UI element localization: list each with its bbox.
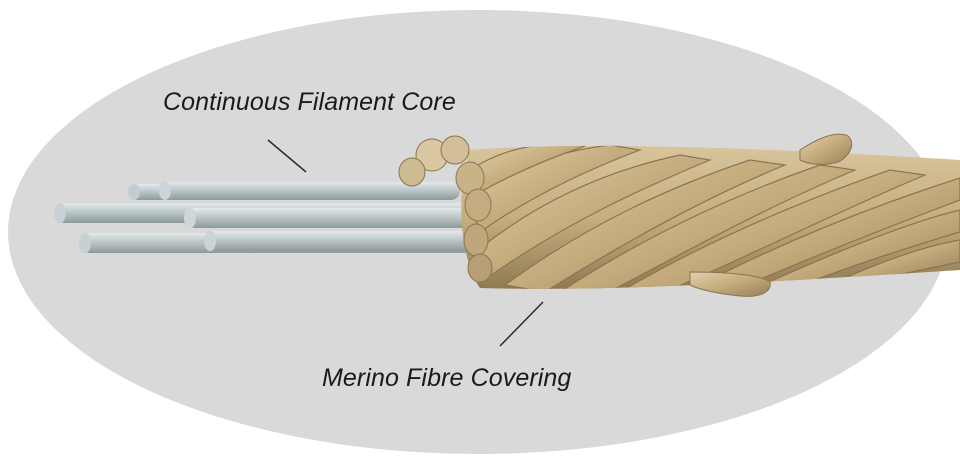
wool-covering <box>399 134 960 296</box>
filament-rod <box>184 208 480 228</box>
filament-rod <box>204 231 475 251</box>
covering-label: Merino Fibre Covering <box>322 364 571 393</box>
core-label: Continuous Filament Core <box>163 88 456 117</box>
